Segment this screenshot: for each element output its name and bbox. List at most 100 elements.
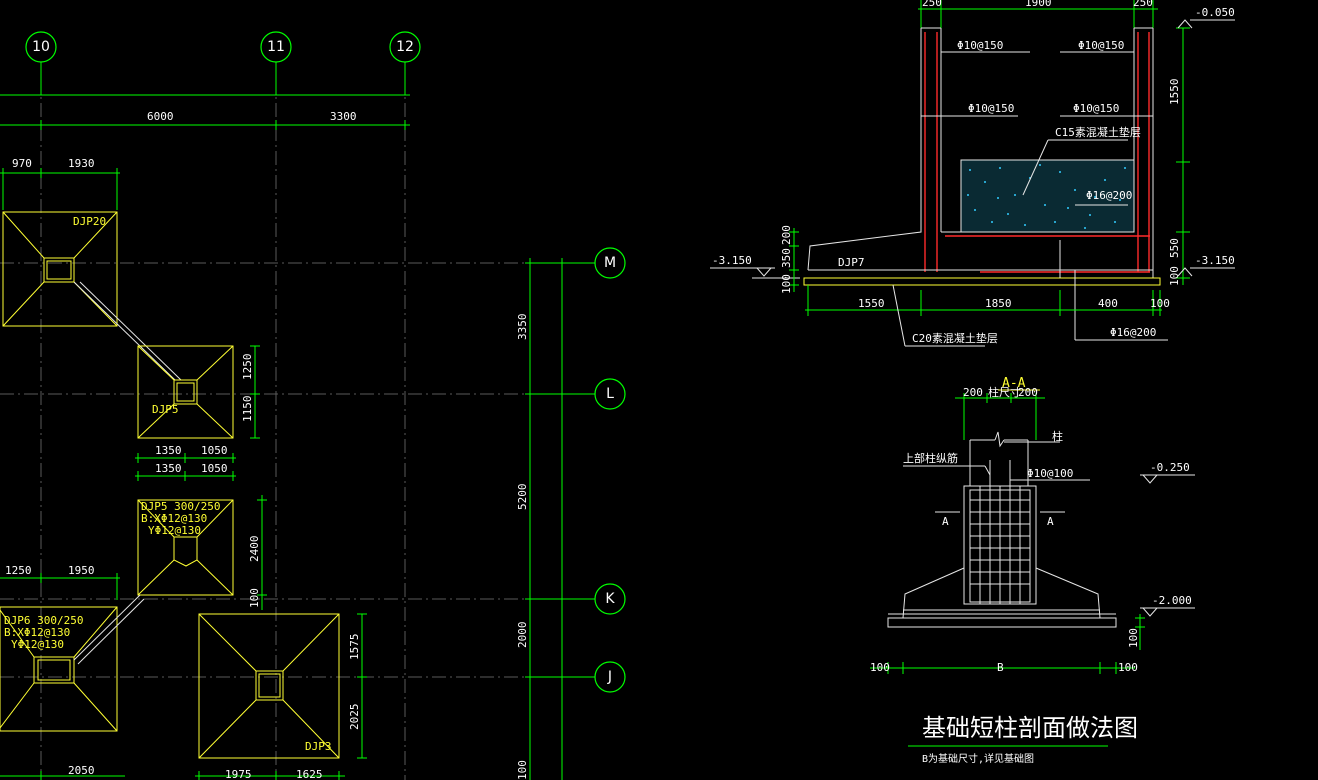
s2-title: 基础短柱剖面做法图	[922, 714, 1138, 742]
s1-rebar-2: Φ10@150	[1078, 39, 1124, 52]
s1-dim-200: 200	[780, 225, 793, 245]
s1-dim-1900: 1900	[1025, 0, 1052, 9]
axis-label-11: 11	[267, 39, 285, 55]
s1-bottom-cushion: C20素混凝土垫层	[912, 331, 998, 345]
djp5-dimensions: 1250 1150 1350 1050 1350 1050	[135, 345, 260, 481]
s2-cut-right: A	[1047, 515, 1054, 528]
s2-column-label: 柱	[1052, 429, 1063, 443]
axis-label-M: M	[604, 255, 616, 271]
tie-line-2	[79, 281, 182, 381]
footing-label-djp6-1: DJP6 300/250	[4, 614, 83, 627]
s1-rebar-4: Φ10@150	[1073, 102, 1119, 115]
dim-1575: 1575	[348, 634, 361, 661]
footing-label-djp20: DJP20	[73, 215, 106, 228]
axis-bubble-M: M	[565, 247, 626, 279]
s1-bot-dim-400: 400	[1098, 297, 1118, 310]
bottom-left-dimension: 2050	[0, 764, 125, 780]
footing-djp3: DJP3	[198, 613, 340, 759]
dim-1930: 1930	[68, 157, 95, 170]
footing-label-djp6-3: YΦ12@130	[11, 638, 64, 651]
dim-1975: 1975	[225, 768, 252, 780]
s2-stirrups	[970, 486, 1030, 604]
dim-2050: 2050	[68, 764, 95, 777]
s2-elev-1: -0.250	[1150, 461, 1190, 474]
s1-rebar-3: Φ10@150	[968, 102, 1014, 115]
s2-upper-rebar: 上部柱纵筋	[903, 451, 958, 465]
tie-line-1	[73, 281, 176, 381]
dim-1150: 1150	[241, 396, 254, 423]
s2-dim-b: B	[997, 661, 1004, 674]
djp5b-dimensions: 2400 100	[248, 495, 267, 610]
axis-bubble-L: L	[565, 378, 626, 410]
s1-rebar-5: Φ16@200	[1086, 189, 1132, 202]
s2-dim-100-side: 100	[1127, 628, 1140, 648]
dim-1050b: 1050	[201, 462, 228, 475]
section-1: 250 1900 250	[710, 0, 1235, 347]
axis-label-12: 12	[396, 39, 414, 55]
s1-footing-label: DJP7	[838, 256, 865, 269]
footing-label-djp3: DJP3	[305, 740, 332, 753]
s2-dim-100-bl: 100	[870, 661, 890, 674]
s2-dim-100-br: 100	[1118, 661, 1138, 674]
dim-1250-djp6: 1250	[5, 564, 32, 577]
s1-rebar-1: Φ10@150	[957, 39, 1003, 52]
axis-bubble-11: 11	[260, 31, 292, 95]
section-2: A-A 200 柱尺寸 200 柱	[870, 376, 1195, 765]
djp6-dimensions: 1250 1950	[0, 564, 120, 600]
footing-label-djp5b-1: DJP5 300/250	[141, 500, 220, 513]
s1-bot-dim-1850: 1850	[985, 297, 1012, 310]
footing-djp6: DJP6 300/250 B:XΦ12@130 YΦ12@130	[0, 606, 118, 732]
dim-1350b: 1350	[155, 462, 182, 475]
tie-line-4	[77, 598, 145, 665]
s2-dim-200-left: 200	[963, 386, 983, 399]
s2-note: B为基础尺寸,详见基础图	[922, 752, 1034, 765]
djp3-dimensions: 1575 2025 1975 1625	[195, 613, 367, 780]
s1-cushion-label: C15素混凝土垫层	[1055, 125, 1141, 139]
s2-dim-200-right: 200	[1018, 386, 1038, 399]
s1-rebar-6: Φ16@200	[1110, 326, 1156, 339]
s1-dim-350: 350	[780, 248, 793, 268]
s2-stirrup: Φ10@100	[1027, 467, 1073, 480]
axis-label-L: L	[606, 386, 614, 402]
footing-label-djp5: DJP5	[152, 403, 179, 416]
s1-dim-250-right: 250	[1133, 0, 1153, 9]
axis-bubble-J: J	[565, 661, 626, 693]
dim-1350: 1350	[155, 444, 182, 457]
dim-2025: 2025	[348, 704, 361, 731]
s1-dim-100-l: 100	[780, 274, 793, 294]
axis-bubble-10: 10	[25, 31, 57, 95]
s1-elev-top: -0.050	[1195, 6, 1235, 19]
dim-3300: 3300	[330, 110, 357, 123]
right-dimension-chain: 3350 5200 2000 100	[516, 258, 568, 780]
footing-djp20: DJP20	[2, 211, 118, 327]
dim-5200: 5200	[516, 484, 529, 511]
s1-dim-250-left: 250	[922, 0, 942, 9]
s1-elev-right: -3.150	[1195, 254, 1235, 267]
s2-cut-left: A	[942, 515, 949, 528]
dim-100-djp5b: 100	[248, 588, 261, 608]
dim-1050: 1050	[201, 444, 228, 457]
axis-label-J: J	[607, 669, 612, 685]
axis-bubble-K: K	[565, 583, 626, 615]
dim-1250: 1250	[241, 354, 254, 381]
s1-dim-550: 550	[1168, 238, 1181, 258]
s1-bot-dim-100: 100	[1150, 297, 1170, 310]
dim-970: 970	[12, 157, 32, 170]
s1-dim-100-r: 100	[1168, 266, 1181, 286]
s2-section-label: A-A	[1002, 376, 1026, 391]
djp20-dimension-chain: 970 1930	[0, 157, 120, 210]
dim-3350: 3350	[516, 314, 529, 341]
footing-label-djp5b-3: YΦ12@130	[148, 524, 201, 537]
tie-line-3	[73, 594, 141, 661]
dim-2400: 2400	[248, 536, 261, 563]
s2-dim-col: 柱尺寸	[988, 385, 1021, 399]
axis-label-10: 10	[32, 39, 50, 55]
dim-1950: 1950	[68, 564, 95, 577]
c15-cushion-fill	[960, 159, 1135, 233]
top-dimension-chain: 6000 3300	[0, 94, 410, 130]
dim-100-bottom-right: 100	[516, 760, 529, 780]
footing-djp5b: DJP5 300/250 B:XΦ12@130 YΦ12@130	[137, 499, 234, 596]
footing-label-djp6-2: B:XΦ12@130	[4, 626, 70, 639]
grid-lines	[0, 55, 595, 780]
